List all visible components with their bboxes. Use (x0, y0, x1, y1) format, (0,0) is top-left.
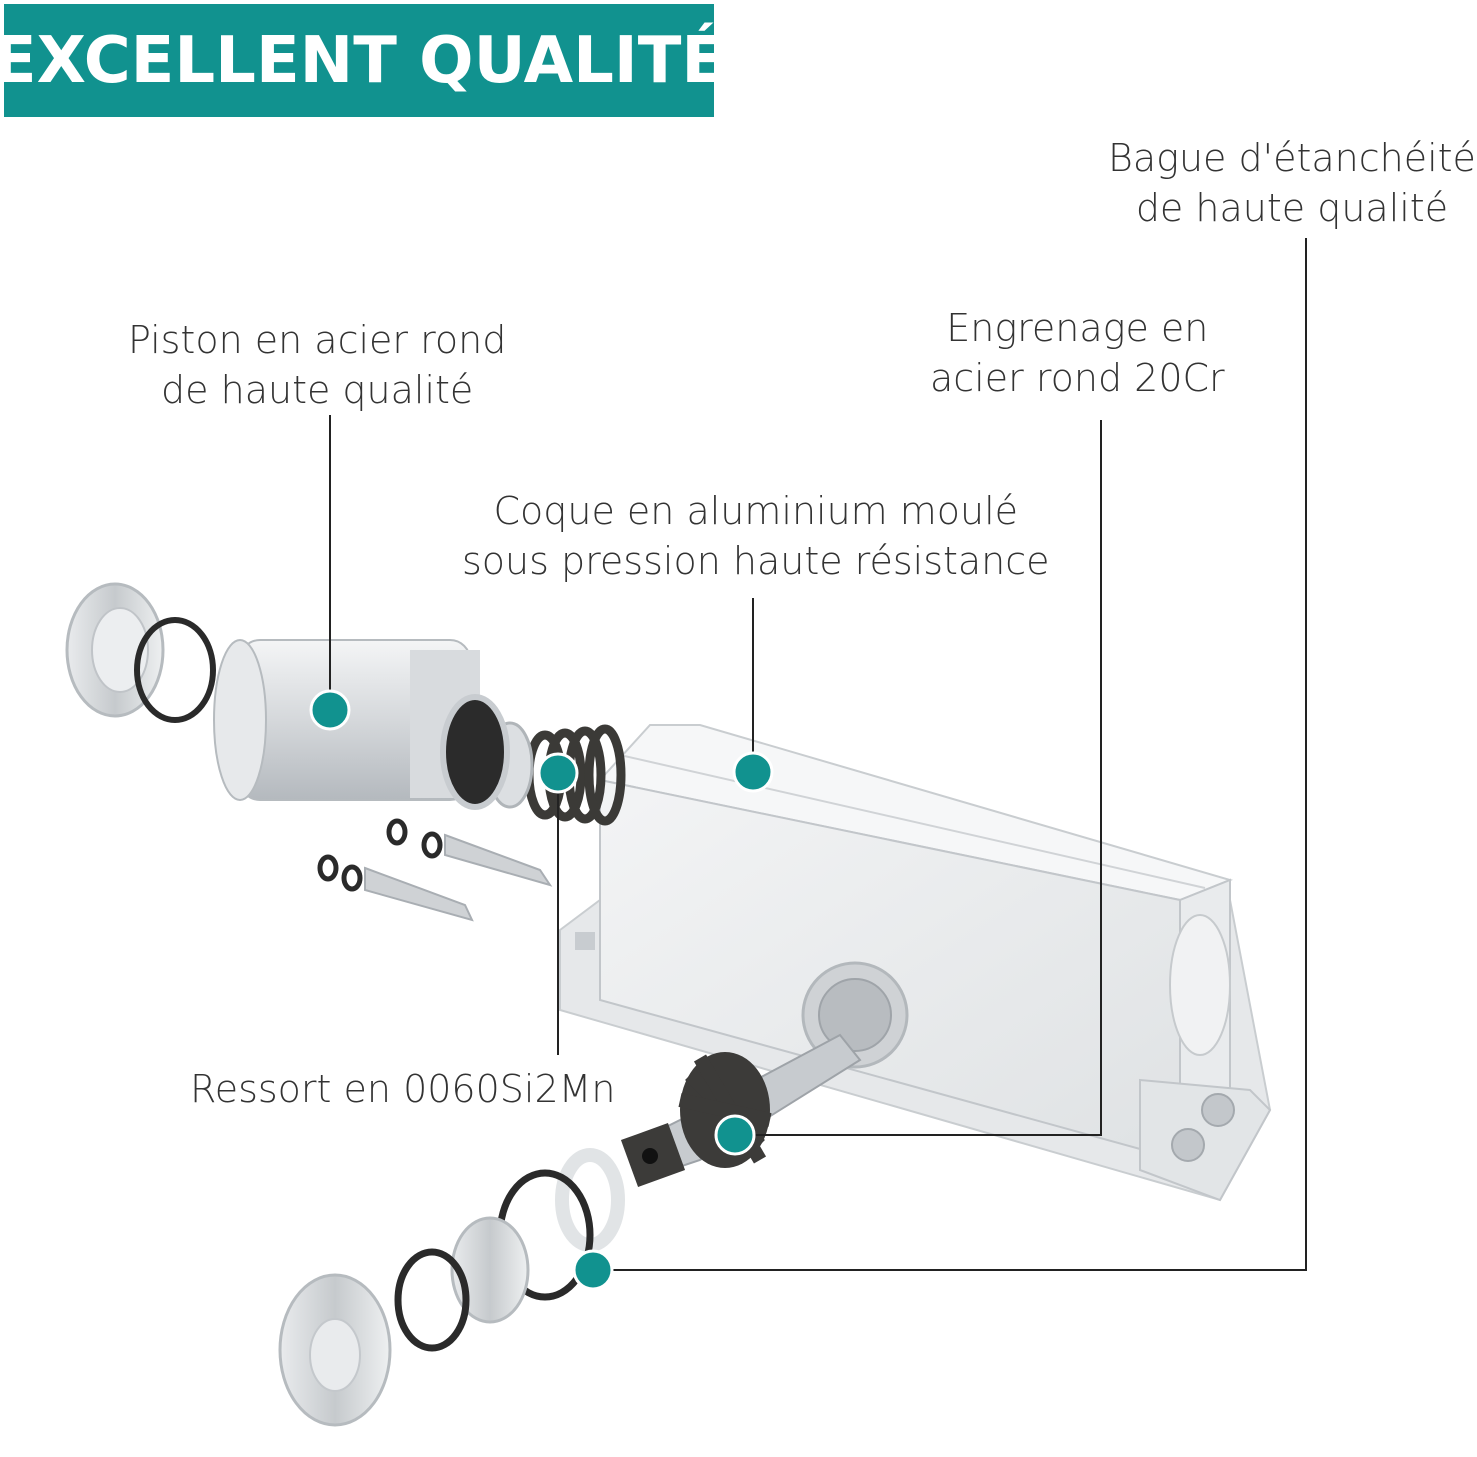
label-gear: Engrenage en acier rond 20Cr (930, 303, 1225, 403)
leader-seal (593, 238, 1307, 1271)
callout-dot-shell (732, 751, 774, 793)
label-spring: Ressort en 0060Si2Mn (190, 1064, 616, 1114)
label-piston: Piston en acier rond de haute qualité (128, 315, 506, 415)
label-seal-line2: de haute qualité (1135, 186, 1449, 230)
gear-shaft (620, 1033, 862, 1188)
leader-lines (329, 238, 1307, 1271)
label-gear-line2: acier rond 20Cr (930, 356, 1225, 400)
label-piston-line1: Piston en acier rond (128, 318, 507, 362)
callout-dot-piston (309, 689, 351, 731)
bottom-seal-stack (278, 1148, 625, 1427)
callout-dot-gear (714, 1114, 756, 1156)
label-shell: Coque en aluminium moulé sous pression h… (462, 486, 1050, 586)
label-shell-line2: sous pression haute résistance (462, 539, 1050, 583)
title-banner: EXCELLENT QUALITÉ (0, 4, 725, 117)
leader-gear (735, 420, 1102, 1136)
label-spring-line1: Ressort en 0060Si2Mn (190, 1067, 616, 1111)
label-gear-line1: Engrenage en (946, 306, 1209, 350)
banner-title: EXCELLENT QUALITÉ (0, 23, 726, 98)
label-shell-line1: Coque en aluminium moulé (493, 489, 1019, 533)
adjustment-valves (317, 818, 553, 922)
callout-dots (309, 689, 774, 1291)
callout-dot-seal (572, 1249, 614, 1291)
left-end-cap (65, 582, 216, 723)
housing-body (559, 724, 1272, 1202)
callout-dot-spring (537, 752, 579, 794)
label-piston-line2: de haute qualité (161, 368, 474, 412)
label-seal-ring: Bague d'étanchéité de haute qualité (1108, 133, 1476, 233)
label-seal-line1: Bague d'étanchéité (1108, 136, 1476, 180)
piston-cylinder (213, 639, 510, 810)
